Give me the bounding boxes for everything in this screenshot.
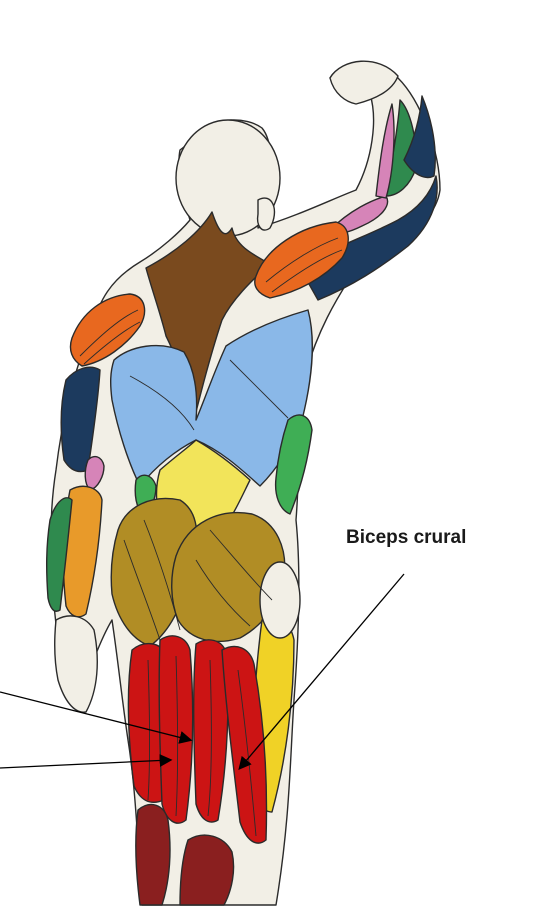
gastrocnemius-left bbox=[136, 805, 170, 905]
gastrocnemius-right bbox=[180, 835, 234, 905]
ear bbox=[258, 198, 275, 230]
knee-skin bbox=[260, 562, 300, 638]
left-hand bbox=[55, 616, 98, 712]
biceps-crural-label: Biceps crural bbox=[346, 527, 466, 549]
